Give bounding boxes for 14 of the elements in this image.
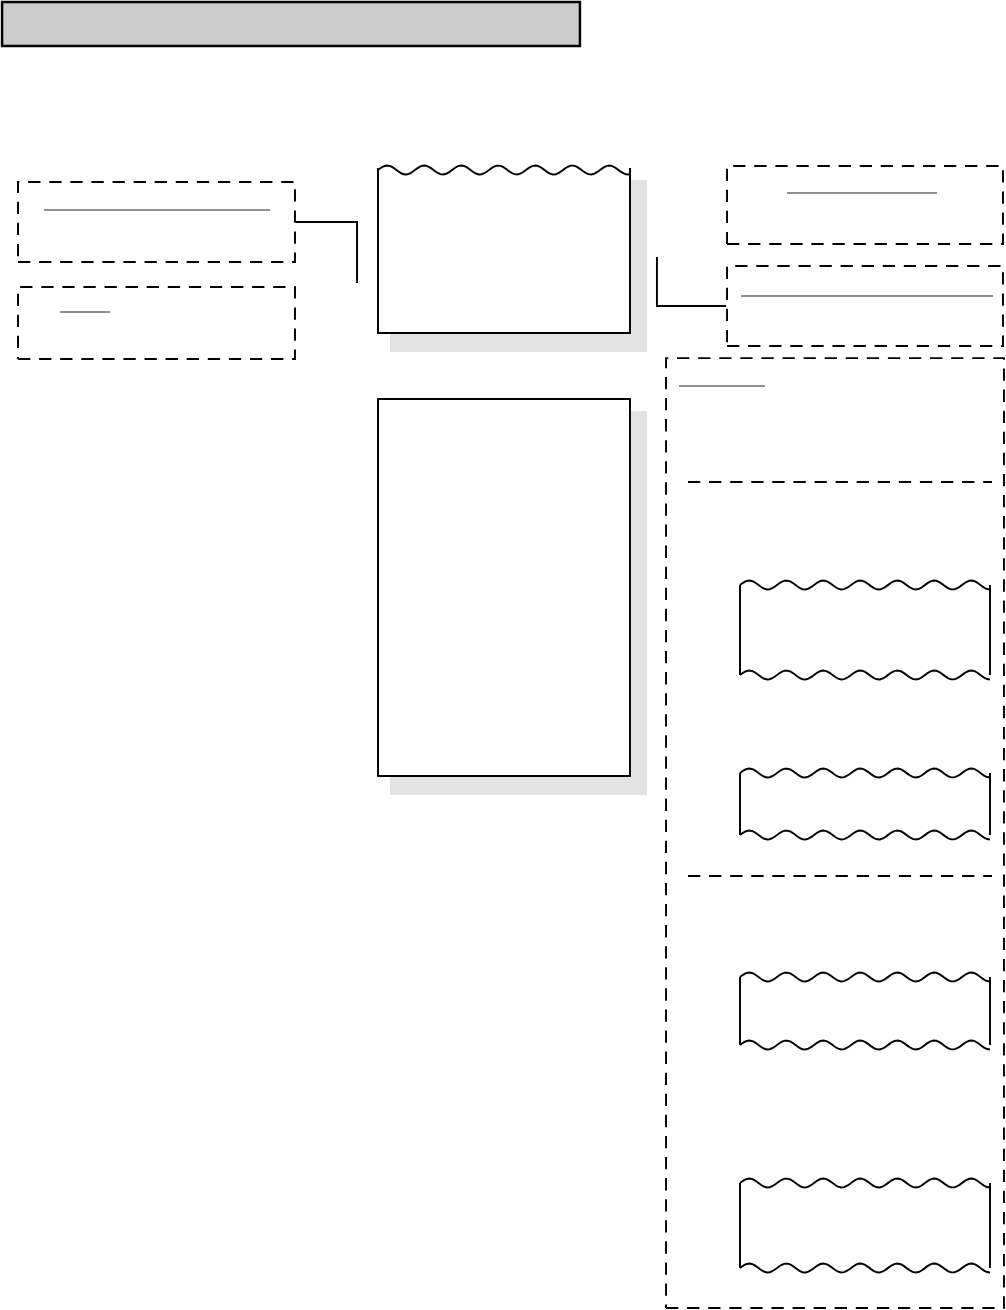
wavy-box <box>739 767 991 841</box>
title-bar <box>0 0 582 48</box>
connector-line <box>656 256 728 307</box>
dashed-box <box>726 165 1004 245</box>
box <box>377 398 647 795</box>
wavy-box <box>739 1177 991 1274</box>
dashed-box <box>17 181 296 263</box>
connector-line <box>294 221 359 284</box>
dashed-box <box>726 265 1004 347</box>
dashed-box <box>665 357 1005 1309</box>
wavy-box <box>739 971 991 1051</box>
torn-paper-box <box>377 164 647 352</box>
wavy-box <box>739 579 991 681</box>
dashed-box <box>17 286 296 360</box>
